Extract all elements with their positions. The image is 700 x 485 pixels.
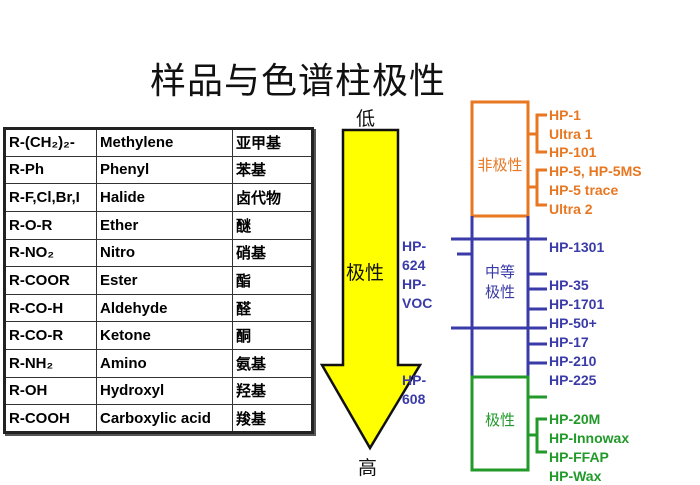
column-name: HP-210 [549,353,597,369]
orange-brackets [470,100,547,218]
green-brackets [470,375,547,472]
left-column-label: HP- [402,372,427,388]
chinese-name-cell: 羧基 [232,404,313,433]
chinese-name-cell: 醛 [232,293,313,323]
polarity-label: 极性 [346,262,385,284]
column-name: HP-Innowax [549,430,630,446]
chinese-name-cell: 酯 [232,266,313,295]
formula-cell: R-CO-R [4,321,97,350]
page-title: 样品与色谱柱极性 [150,61,447,102]
column-name: HP-17 [549,334,589,350]
chinese-name-cell: 硝基 [232,238,313,268]
column-name: HP-101 [549,144,597,160]
high-label: 高 [358,457,378,479]
formula-cell: R-NH₂ [4,349,97,378]
nonpolar-label: 非极性 [477,156,523,174]
english-name-cell: Ester [96,266,233,295]
english-name-cell: Amino [96,349,233,378]
column-name: HP-20M [549,411,601,427]
column-name: HP-35 [549,277,589,293]
column-name: Ultra 1 [549,126,593,142]
mid-polar-label-2: 极性 [484,283,515,301]
chinese-name-cell: 卤代物 [232,183,313,212]
left-column-label: 608 [402,391,426,407]
column-name: Ultra 2 [549,201,593,217]
chinese-name-cell: 亚甲基 [232,128,313,157]
column-name: HP-1 [549,107,581,123]
chinese-name-cell: 酮 [232,321,313,350]
polarity-arrow [319,128,423,451]
english-name-cell: Carboxylic acid [96,404,233,433]
column-name: HP-FFAP [549,449,609,465]
left-column-label: HP- [402,238,427,254]
low-label: 低 [356,108,376,130]
blue-lines [451,216,547,377]
column-name: HP-5, HP-5MS [549,163,642,179]
column-name: HP-1701 [549,296,605,312]
left-column-label: HP- [402,276,427,292]
english-name-cell: Ketone [96,321,233,350]
formula-cell: R-OH [4,376,97,406]
mid-polar-label-1: 中等 [484,263,515,281]
column-name: HP-225 [549,372,597,388]
column-name: HP-5 trace [549,182,619,198]
column-name: HP-Wax [549,468,602,484]
formula-cell: R-O-R [4,210,97,240]
formula-cell: R-COOH [4,404,97,433]
formula-cell: R-CO-H [4,293,97,323]
chinese-name-cell: 氨基 [232,349,313,378]
left-column-label: VOC [402,295,433,311]
chinese-name-cell: 苯基 [232,155,313,185]
chinese-name-cell: 羟基 [232,376,313,406]
english-name-cell: Ether [96,210,233,240]
column-name: HP-1301 [549,239,605,255]
left-column-label: 624 [402,257,426,273]
polar-label: 极性 [484,411,515,429]
column-name: HP-50+ [549,315,597,331]
